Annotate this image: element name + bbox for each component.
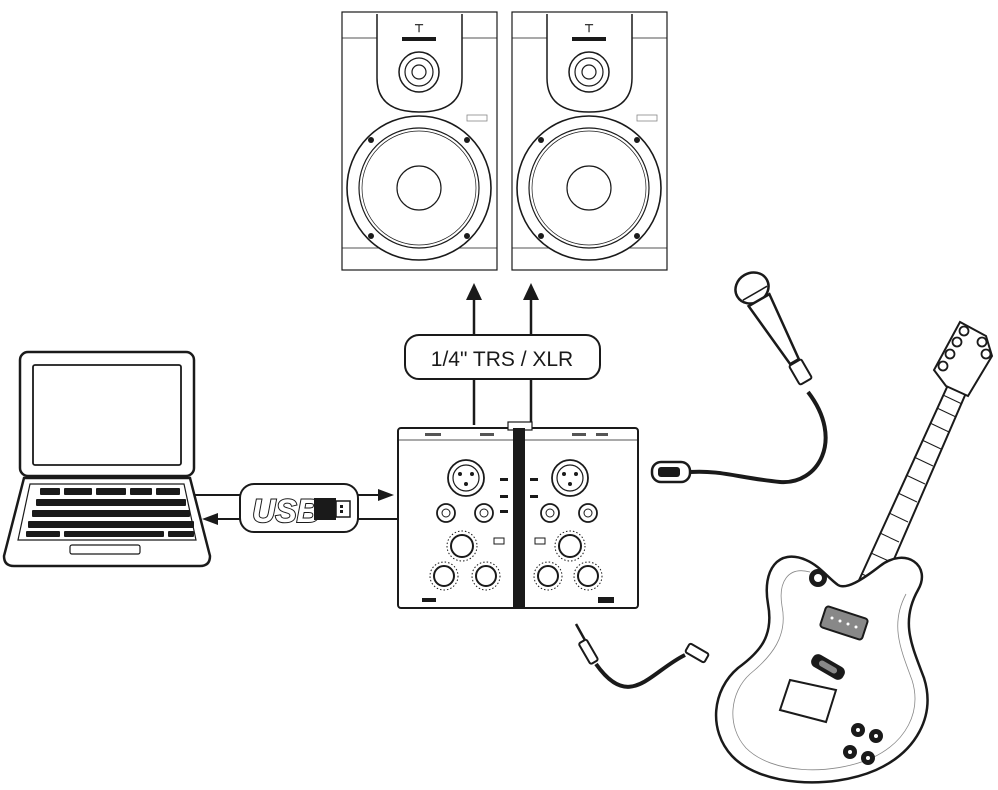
guitar-cable	[574, 623, 710, 689]
usb-connection: USB	[194, 483, 398, 533]
brand-logo-icon	[598, 597, 614, 603]
usb-plug-icon	[314, 498, 351, 520]
right-speaker: ⊤	[511, 11, 668, 271]
arrow-left-icon	[202, 513, 218, 525]
audio-interface	[397, 421, 639, 609]
left-speaker: ⊤	[341, 11, 498, 271]
brand-logo-icon	[422, 598, 436, 602]
arrow-right-icon	[378, 489, 394, 501]
electric-guitar	[714, 320, 994, 784]
connection-label-box: 1/4" TRS / XLR	[404, 334, 601, 380]
microphone-cable	[689, 390, 828, 485]
microphone	[734, 271, 813, 386]
speaker-logo: ⊤	[584, 23, 594, 35]
brand-logo-icon	[402, 37, 436, 41]
speaker-logo: ⊤	[414, 23, 424, 35]
connection-label: 1/4" TRS / XLR	[431, 348, 573, 371]
arrow-up-icon	[466, 283, 482, 300]
brand-logo-icon	[572, 37, 606, 41]
usb-label: USB	[252, 493, 320, 529]
xlr-plug	[650, 460, 692, 484]
arrow-up-icon	[523, 283, 539, 300]
laptop	[2, 350, 212, 568]
